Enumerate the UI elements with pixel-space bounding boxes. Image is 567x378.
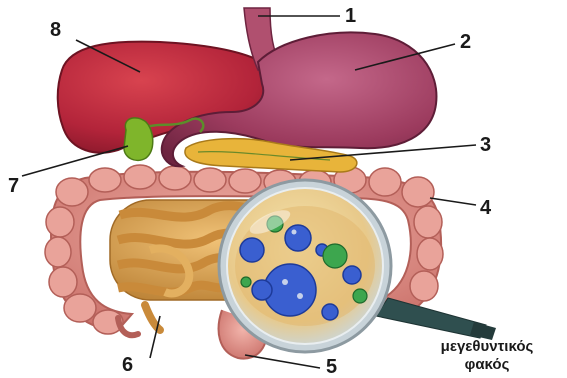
caption-line-1: μεγεθυντικός: [412, 338, 562, 356]
label-5: 5: [326, 357, 337, 377]
label-6: 6: [122, 355, 133, 375]
caption-line-2: φακός: [412, 356, 562, 374]
label-3: 3: [480, 135, 491, 155]
magnifying-glass: [219, 180, 496, 352]
label-7: 7: [8, 176, 19, 196]
label-4: 4: [480, 198, 491, 218]
magnifying-glass-caption: μεγεθυντικός φακός: [412, 338, 562, 374]
label-8: 8: [50, 20, 61, 40]
label-2: 2: [460, 32, 471, 52]
label-1: 1: [345, 6, 356, 26]
gallbladder: [124, 118, 153, 161]
